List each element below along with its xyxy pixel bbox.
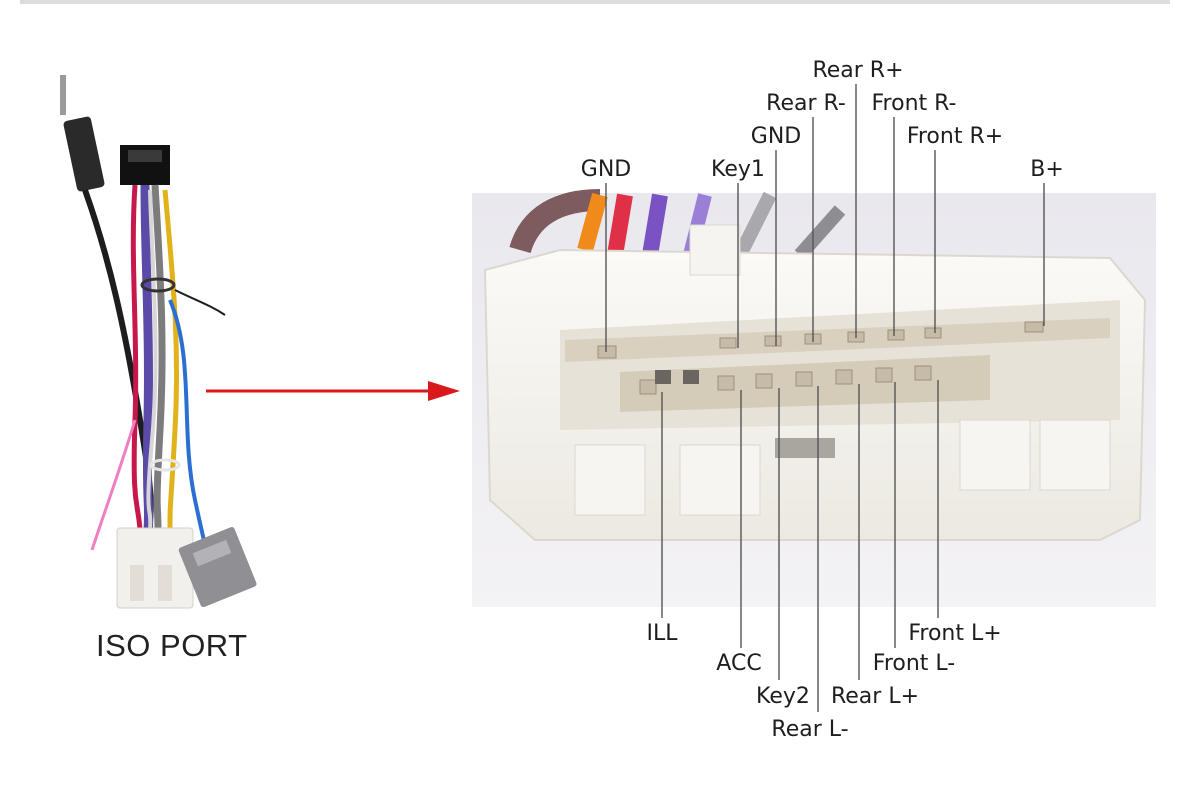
wire-pink [90,419,137,551]
photo-wire-brown [509,189,601,254]
pin-label-ill: ILL [646,621,678,646]
cable-tie-2 [149,458,181,472]
pin-row-top [565,318,1110,362]
pin-label-gnd-left: GND [581,157,631,182]
pin-label-gnd-center: GND [751,124,801,149]
wire-harness-illustration [60,75,257,609]
pin-label-rear-r-minus: Rear R- [766,91,846,116]
iso-white-plug-slot-1 [130,565,144,601]
photo-wire-grey-2 [794,205,846,260]
wire-black [82,188,154,531]
pin-label-rear-l-minus: Rear L- [771,717,848,742]
pin-labels-bottom: ILL ACC Key2 Rear L- Rear L+ Front L- Fr… [646,621,1001,742]
pin-label-key2: Key2 [756,684,810,709]
pin-labels-top: GND Key1 GND Rear R- Rear R+ Front R- Fr… [581,58,1064,182]
photo-wire-red [607,193,633,257]
audio-jack-tip [60,75,66,115]
photo-wire-grey [733,191,777,259]
connector-bay-1 [574,444,646,516]
pin-label-front-r-minus: Front R- [872,91,957,116]
connector-bay-3 [959,419,1031,491]
wire-yellow [162,189,180,531]
wire-white [146,189,158,531]
pin-label-acc: ACC [716,651,761,676]
connector-latch [689,224,741,276]
iso-white-plug [116,527,194,609]
pin-label-rear-l-plus: Rear L+ [831,684,919,709]
top-divider [20,0,1170,4]
pin-label-rear-r-plus: Rear R+ [812,58,903,83]
pin-window-1 [655,370,671,384]
pin-label-b-plus: B+ [1030,157,1064,182]
connector-bay-2 [679,444,761,516]
iso-port-label: ISO PORT [96,628,248,663]
cable-tie [140,277,176,293]
arrow [206,381,460,401]
iso-white-plug-slot-2 [158,565,172,601]
iso-grey-plug [178,527,257,608]
wire-loose-end [174,289,226,316]
pin-label-key1: Key1 [711,157,765,182]
pin-label-front-l-minus: Front L- [873,651,955,676]
small-harness-plug-slot [128,150,162,162]
pin-label-front-r-plus: Front R+ [907,124,1003,149]
connector-photo [472,189,1156,607]
photo-wire-orange [577,192,608,253]
wire-red [130,184,143,531]
leader-lines [605,84,1045,712]
pin-label-front-l-plus: Front L+ [908,621,1001,646]
audio-jack-plug [63,116,105,192]
arrow-head [428,381,460,401]
connector-bay-4 [1039,419,1111,491]
wire-grey [151,184,166,531]
pin-window-2 [683,370,699,384]
connector-key-block [775,438,835,458]
photo-wire-purple [642,193,668,257]
